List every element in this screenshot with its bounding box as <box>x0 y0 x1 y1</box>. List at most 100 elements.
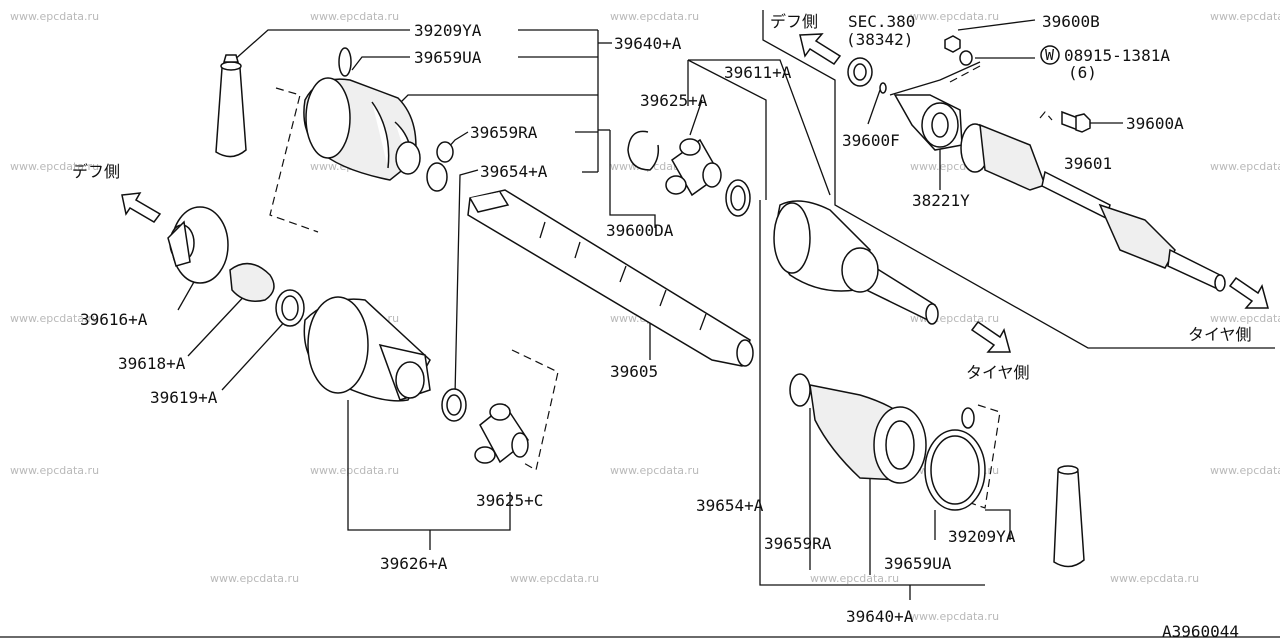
label-39209ya-bot: 39209YA <box>948 527 1016 546</box>
watermark: www.epcdata.ru <box>10 160 99 173</box>
arrow-tire-mid <box>970 320 1011 353</box>
label-39600b: 39600B <box>1042 12 1100 31</box>
boot-band-small-top <box>426 141 454 192</box>
label-sec380: SEC.380 <box>848 12 915 31</box>
differential-flange <box>167 206 229 284</box>
label-39625a: 39625+A <box>640 91 708 110</box>
snap-ring-39600da <box>627 130 660 171</box>
watermark: www.epcdata.ru <box>1210 464 1280 477</box>
drive-shaft-39601 <box>960 123 1226 292</box>
leader-39600f <box>867 89 881 125</box>
label-qty-6: (6) <box>1068 63 1097 82</box>
label-39600f: 39600F <box>842 131 900 150</box>
ring-39654-top <box>725 179 751 217</box>
dash-boot-left <box>269 87 319 233</box>
oil-seal-38342 <box>847 57 873 87</box>
joint-housing-39626 <box>303 296 431 402</box>
tripod-39625a <box>665 138 722 197</box>
bolt-39600a <box>1061 110 1091 133</box>
label-39611a: 39611+A <box>724 63 792 82</box>
boot-band-large-bottom <box>924 407 986 511</box>
label-08915-1381a: 08915-1381A <box>1064 46 1170 65</box>
watermark: www.epcdata.ru <box>10 312 99 325</box>
leader-39611a <box>688 59 831 196</box>
boot-top-left <box>303 47 421 181</box>
label-39625c: 39625+C <box>476 491 543 510</box>
leader-39209ya-bot <box>985 509 1011 540</box>
dash-boot-right <box>967 404 1001 509</box>
leader-lines <box>177 10 1275 600</box>
watermark: www.epcdata.ru <box>310 10 399 23</box>
label-39659ra-top: 39659RA <box>470 123 538 142</box>
leader-39209ya-top <box>231 29 410 63</box>
nut-39600b <box>944 35 961 53</box>
watermark: www.epcdata.ru <box>1110 572 1199 585</box>
arrow-tire-right <box>1228 276 1269 309</box>
direction-labels: デフ側 デフ側 タイヤ側 タイヤ側 <box>72 12 1252 382</box>
pin-39600f <box>879 82 887 94</box>
label-39640a-bot: 39640+A <box>846 607 914 626</box>
leader-39626a <box>347 400 511 531</box>
arrow-diff-left <box>121 192 162 223</box>
watermark: www.epcdata.ru <box>310 464 399 477</box>
label-39626a: 39626+A <box>380 554 448 573</box>
watermark: www.epcdata.ru <box>1210 10 1280 23</box>
spring-39618 <box>229 262 275 302</box>
shaft-39605 <box>467 189 754 367</box>
watermark: www.epcdata.ru <box>1210 160 1280 173</box>
ring-39654-left <box>441 388 467 422</box>
tripod-39625c <box>474 403 530 464</box>
label-39659ra-bot: 39659RA <box>764 534 832 553</box>
dash-tripod-left <box>511 349 559 471</box>
label-diff-side-top: デフ側 <box>770 12 818 31</box>
label-38221y: 38221Y <box>912 191 970 210</box>
grease-tube-top-left <box>215 54 247 158</box>
boot-band-small-bottom <box>789 373 811 407</box>
label-39209ya-top: 39209YA <box>414 21 482 40</box>
flange-38221y <box>893 94 963 151</box>
label-39600a: 39600A <box>1126 114 1184 133</box>
label-39659ua-top: 39659UA <box>414 48 482 67</box>
outer-joint-39611 <box>773 200 939 325</box>
ring-39619 <box>275 289 305 327</box>
leader-08915-b <box>889 61 981 96</box>
washer-08915 <box>959 50 973 66</box>
grease-tube-bottom-right <box>1053 465 1085 568</box>
leader-39659ua-top <box>351 56 410 71</box>
leader-boot-top <box>397 94 598 106</box>
arrow-diff-top <box>799 33 842 66</box>
watermark: www.epcdata.ru <box>1210 312 1280 325</box>
label-39619a: 39619+A <box>150 388 218 407</box>
dash-bolt <box>1039 111 1053 121</box>
dash-washer <box>949 65 981 83</box>
leader-39618a <box>187 289 251 357</box>
leader-39600b <box>957 19 1036 31</box>
watermark: www.epcdata.ru <box>610 10 699 23</box>
leader-tire-boundary <box>762 10 1275 349</box>
leader-39625a <box>689 99 703 136</box>
watermark: www.epcdata.ru <box>810 572 899 585</box>
label-39600da: 39600DA <box>606 221 674 240</box>
dashed-guides <box>269 65 1053 509</box>
label-38342: (38342) <box>846 30 913 49</box>
label-39601: 39601 <box>1064 154 1112 173</box>
label-diff-side-left: デフ側 <box>72 162 120 181</box>
watermark: www.epcdata.ru <box>210 572 299 585</box>
leader-39654a-top <box>454 169 479 396</box>
boot-bottom-right <box>809 384 927 484</box>
label-39640a-top: 39640+A <box>614 34 682 53</box>
label-39605: 39605 <box>610 362 658 381</box>
label-39654a-bot: 39654+A <box>696 496 764 515</box>
label-39659ua-bot: 39659UA <box>884 554 952 573</box>
watermark: www.epcdata.ru <box>510 572 599 585</box>
leader-39611a-b <box>687 59 767 200</box>
label-39618a: 39618+A <box>118 354 186 373</box>
label-39654a-top: 39654+A <box>480 162 548 181</box>
leader-39600da <box>609 130 656 228</box>
watermark: www.epcdata.ru <box>10 464 99 477</box>
leader-39619a <box>221 317 289 391</box>
callout-labels: 39209YA 39659UA 39640+A 39659RA 39654+A … <box>80 12 1239 640</box>
watermark: www.epcdata.ru <box>910 10 999 23</box>
